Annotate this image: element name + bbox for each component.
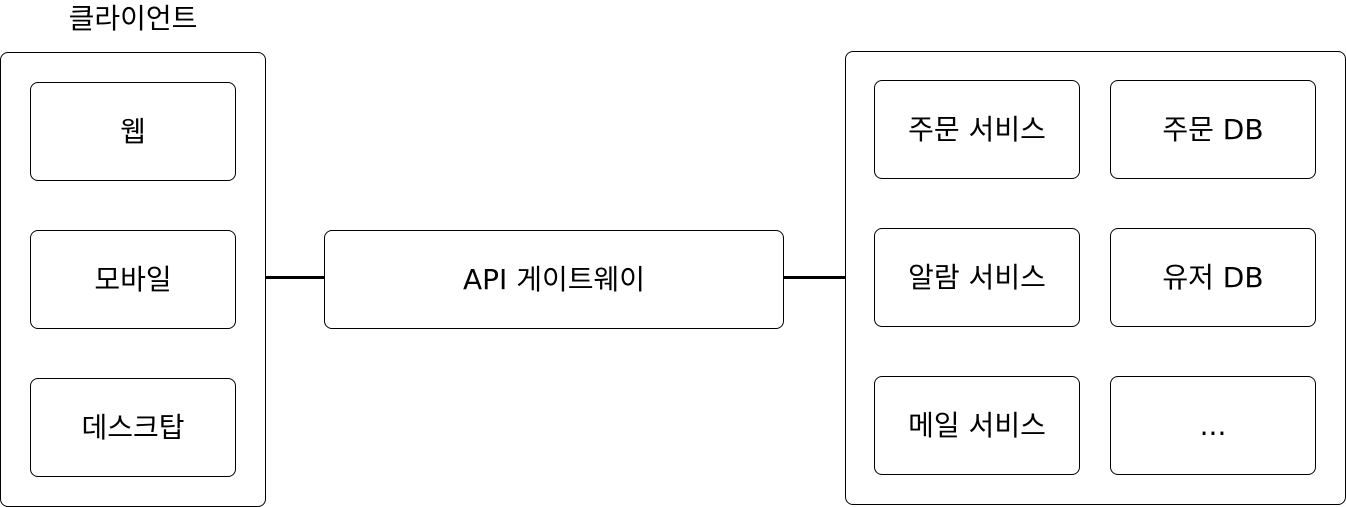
client-node-web: 웹	[30, 82, 236, 181]
service-node-alarm: 알람 서비스	[874, 228, 1080, 327]
service-node-order: 주문 서비스	[874, 80, 1080, 179]
db-node-order: 주문 DB	[1110, 80, 1316, 179]
client-node-mobile: 모바일	[30, 230, 236, 329]
client-node-desktop: 데스크탑	[30, 378, 236, 477]
db-node-user: 유저 DB	[1110, 228, 1316, 327]
client-group-title: 클라이언트	[68, 2, 198, 35]
connector-client-gateway	[266, 276, 324, 279]
connector-gateway-backend	[784, 276, 845, 279]
gateway-node: API 게이트웨이	[324, 230, 784, 329]
service-node-mail: 메일 서비스	[874, 376, 1080, 475]
db-node-more: ...	[1110, 376, 1316, 475]
